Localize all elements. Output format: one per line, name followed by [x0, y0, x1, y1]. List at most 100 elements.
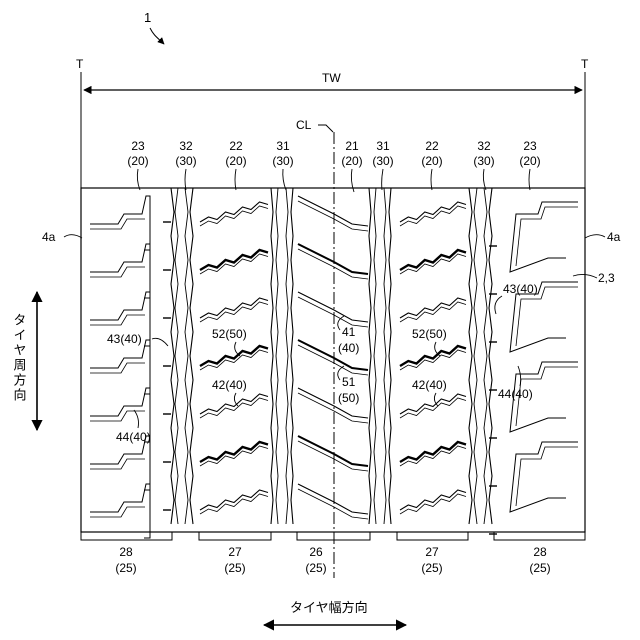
- sipe-middle-left: [200, 394, 268, 414]
- groove-31-left-edge: [291, 188, 293, 524]
- top-label-sub: (30): [473, 154, 494, 168]
- top-label: 31 (30): [272, 139, 293, 168]
- callout-left-43-leader: [152, 338, 168, 346]
- groove-31-right-edge: [374, 188, 376, 524]
- groove-31-right-edge: [369, 188, 371, 524]
- callout-center-41: 41: [342, 325, 356, 339]
- sipe-center-edge: [298, 249, 368, 279]
- callout-center-51-sub: (50): [338, 391, 359, 405]
- callout-right-43-leader: [495, 296, 502, 314]
- groove-31-left-edge: [286, 188, 288, 524]
- tread-surface-right-leader: [585, 235, 605, 238]
- centerline-leader: [318, 125, 333, 132]
- tread-edge-left-label: T: [76, 57, 84, 71]
- groove-32-right-edge: [484, 188, 487, 524]
- groove-31-left-edge: [271, 188, 273, 524]
- sipe-middle-left-edge: [200, 446, 268, 466]
- groove-31-left-edge: [276, 188, 278, 524]
- sipe-center-edge: [298, 201, 368, 231]
- top-label-number: 32: [477, 139, 491, 153]
- sipe-middle-right: [400, 394, 466, 414]
- top-label-sub: (20): [225, 154, 246, 168]
- bottom-labels: 28 (25) 27 (25) 26 (25) 27 (25) 28 (25): [115, 545, 550, 575]
- sipe-shoulder-left: [90, 244, 150, 298]
- top-label: 23 (20): [519, 139, 540, 168]
- width-direction-label: タイヤ幅方向: [290, 600, 368, 615]
- bottom-label-sub: (25): [529, 561, 550, 575]
- bottom-label-number: 27: [425, 545, 439, 559]
- sipe-center: [298, 436, 368, 466]
- sipe-center: [298, 484, 368, 514]
- sipe-middle-right-edge: [400, 206, 466, 226]
- tread-width-label: TW: [322, 71, 341, 85]
- callout-right-52: 52(50): [412, 327, 447, 341]
- sipe-middle-right-edge: [400, 254, 466, 274]
- sipe-middle-right-edge: [400, 350, 466, 370]
- sipe-middle-right: [400, 202, 466, 222]
- tread-edge-right-label: T: [581, 57, 589, 71]
- sipe-middle-right-edge: [400, 302, 466, 322]
- sipe-middle-left-edge: [200, 254, 268, 274]
- sipe-center-edge: [298, 297, 368, 327]
- bottom-land-brackets: [81, 532, 585, 540]
- sipe-shoulder-right: [510, 202, 578, 272]
- bottom-label-number: 26: [309, 545, 323, 559]
- top-label-sub: (20): [421, 154, 442, 168]
- bottom-label-number: 27: [228, 545, 242, 559]
- sipe-middle-left-edge: [200, 350, 268, 370]
- top-label: 31 (30): [372, 139, 393, 168]
- sipe-shoulder-left: [90, 484, 150, 538]
- centerline-label: CL: [296, 118, 312, 132]
- top-label-number: 21: [345, 139, 359, 153]
- groove-31-right-edge: [389, 188, 391, 524]
- groove-32-left-edge: [171, 188, 174, 524]
- groove-32-left-edge: [190, 188, 193, 524]
- sipe-middle-right: [400, 298, 466, 318]
- top-label: 23 (20): [127, 139, 148, 168]
- callout-left-43: 43(40): [107, 332, 142, 346]
- bottom-label: 28 (25): [529, 545, 550, 575]
- groove-32-right-edge: [469, 188, 472, 524]
- sipe-center-edge: [298, 441, 368, 471]
- callout-left-44-leader: [134, 410, 139, 428]
- sipe-middle-left-edge: [200, 398, 268, 418]
- top-label: 32 (30): [175, 139, 196, 168]
- sipe-middle-left: [200, 346, 268, 366]
- top-label-number: 23: [523, 139, 537, 153]
- top-label: 32 (30): [473, 139, 494, 168]
- top-label-number: 22: [425, 139, 439, 153]
- callout-left-42: 42(40): [212, 378, 247, 392]
- sipe-middle-right: [400, 346, 466, 366]
- sipe-middle-left: [200, 442, 268, 462]
- groove-32-right-edge: [474, 188, 477, 524]
- callout-right-43: 43(40): [503, 282, 538, 296]
- tread-surface-left-label: 4a: [42, 230, 56, 244]
- groove-32-right-edge: [489, 188, 492, 524]
- sipe-middle-left: [200, 202, 268, 222]
- bottom-label: 27 (25): [421, 545, 442, 575]
- top-label-number: 32: [179, 139, 193, 153]
- sipe-middle-left-edge: [200, 302, 268, 322]
- callout-left-52: 52(50): [212, 327, 247, 341]
- top-label-number: 22: [229, 139, 243, 153]
- top-label: 21 (20): [341, 139, 362, 168]
- groove-32-left-edge: [185, 188, 188, 524]
- sipe-center-edge: [298, 489, 368, 519]
- sipe-middle-right: [400, 442, 466, 462]
- sipe-shoulder-right-edge: [516, 207, 578, 266]
- sipe-middle-left-edge: [200, 206, 268, 226]
- figure-number-leader: [150, 28, 164, 44]
- top-label-sub: (30): [175, 154, 196, 168]
- top-label-number: 23: [131, 139, 145, 153]
- callout-right-44: 44(40): [498, 387, 533, 401]
- sipe-center: [298, 244, 368, 274]
- top-label-number: 31: [376, 139, 390, 153]
- callout-center-41-sub: (40): [338, 341, 359, 355]
- bottom-label-sub: (25): [421, 561, 442, 575]
- sipe-shoulder-left: [90, 436, 150, 490]
- groove-32-left-edge: [175, 188, 178, 524]
- bottom-label: 26 (25): [305, 545, 326, 575]
- bottom-label-sub: (25): [224, 561, 245, 575]
- bottom-label-number: 28: [533, 545, 547, 559]
